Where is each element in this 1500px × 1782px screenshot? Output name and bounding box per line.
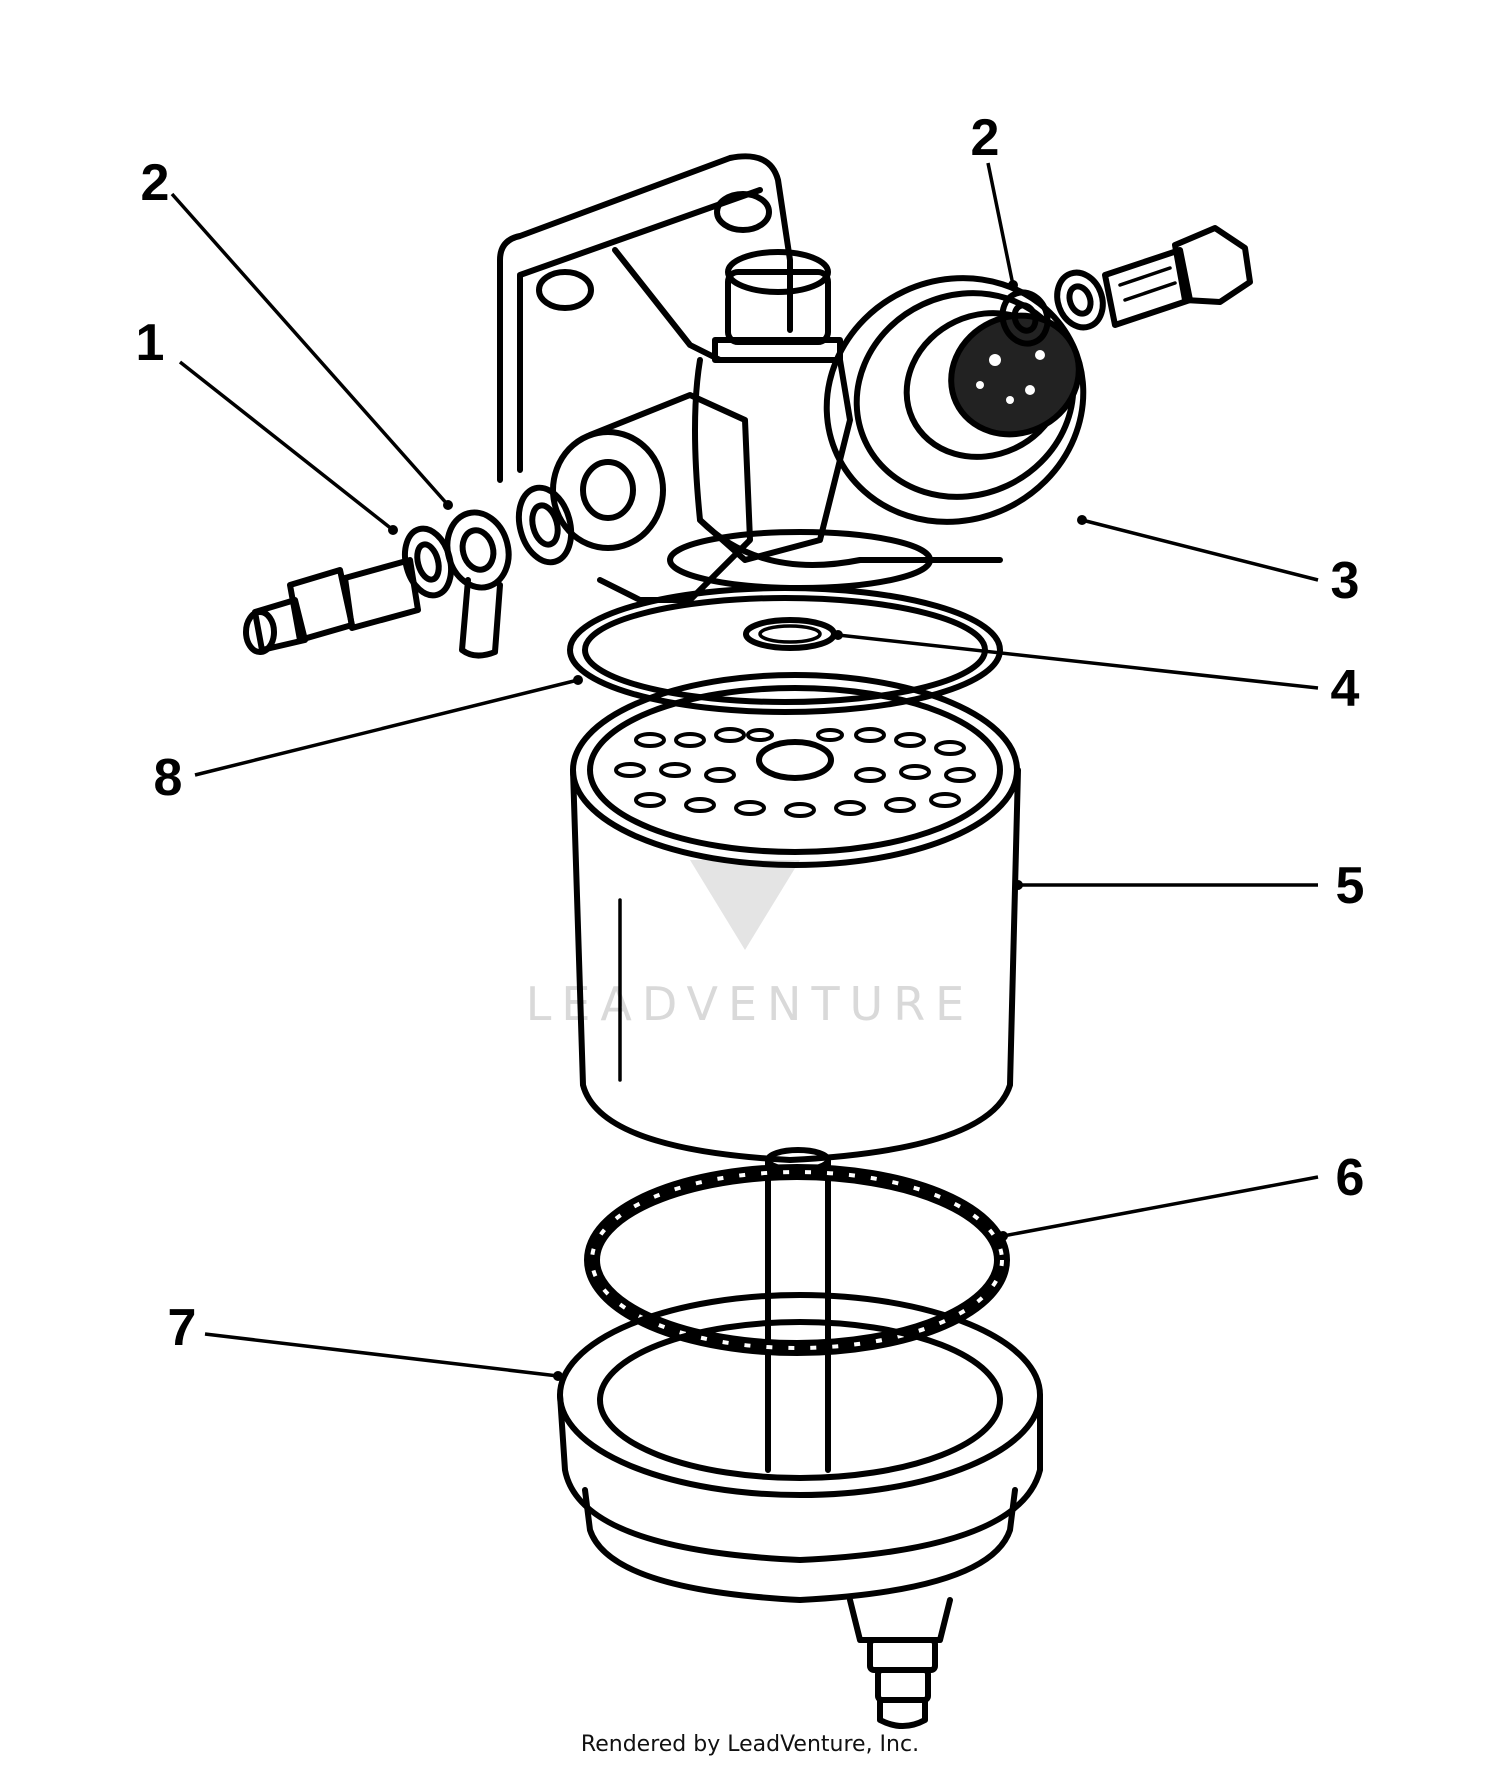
callout-5: 5: [1336, 857, 1365, 915]
right-banjo-bolt-and-washers: [999, 225, 1253, 347]
callout-6: 6: [1336, 1149, 1365, 1207]
callout-7: 7: [168, 1299, 197, 1357]
callout-3: 3: [1331, 552, 1360, 610]
callout-1: 1: [136, 314, 165, 372]
center-tube: [765, 1147, 831, 1473]
sealing-ring-part-6: [584, 1164, 1010, 1356]
watermark-text: LEADVENTURE: [526, 977, 975, 1031]
callout-2-right: 2: [971, 109, 1000, 167]
filter-top-holes: [614, 727, 976, 818]
watermark: LEADVENTURE: [526, 860, 975, 1031]
callout-8: 8: [154, 749, 183, 807]
leader-lines: [170, 162, 1319, 1381]
render-credit: Rendered by LeadVenture, Inc.: [580, 1732, 920, 1757]
callout-numbers: 1 2 2 3 4 5 6 7 8: [136, 109, 1365, 1357]
bleed-cap-part-3: [823, 275, 1087, 525]
callout-4: 4: [1331, 660, 1360, 718]
callout-2-left: 2: [141, 154, 170, 212]
o-ring-part-4: [743, 617, 837, 651]
filter-head: [497, 153, 1003, 603]
left-banjo-bolt-and-washers: [243, 484, 575, 659]
bowl-part-7: [557, 1292, 1043, 1729]
filter-element-part-5: [570, 672, 1021, 1163]
